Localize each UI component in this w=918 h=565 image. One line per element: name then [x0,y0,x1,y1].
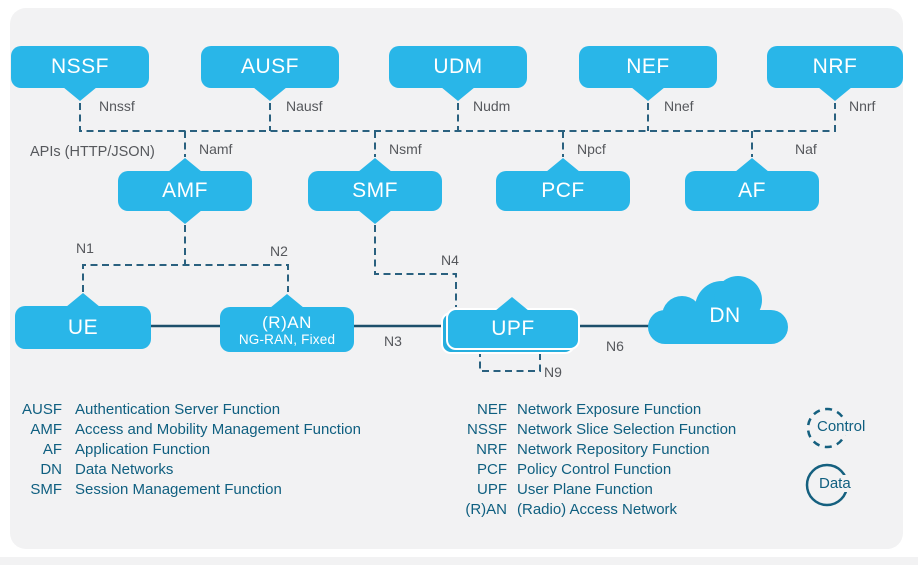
pointer-up-icon [270,294,304,308]
node-nef-label: NEF [626,55,670,78]
legend-row: UPF User Plane Function [445,480,736,500]
legend-desc: Data Networks [75,461,174,478]
iface-naf: Naf [795,141,817,157]
legend-desc: Policy Control Function [517,461,672,478]
node-udm-label: UDM [433,55,483,78]
legend-row: AUSF Authentication Server Function [10,400,361,420]
node-ran-sublabel: NG-RAN, Fixed [238,331,336,347]
node-nssf: NSSF [11,46,149,101]
pointer-down-icon [168,210,202,224]
legend-abbr: DN [40,461,62,478]
iface-npcf: Npcf [577,141,606,157]
pointer-down-icon [818,87,852,101]
pointer-down-icon [441,87,475,101]
legend-row: DN Data Networks [10,460,361,480]
page-bottom-strip [0,557,918,565]
control-legend-label: Control [815,418,868,435]
node-nssf-label: NSSF [50,55,109,78]
pointer-down-icon [253,87,287,101]
legend-desc: Access and Mobility Management Function [75,421,361,438]
iface-n4: N4 [441,252,459,268]
legend-row: NEF Network Exposure Function [445,400,736,420]
legend-row: SMF Session Management Function [10,480,361,500]
node-nrf-label: NRF [812,55,858,78]
legend-right-column: NEF Network Exposure Function NSSF Netwo… [445,400,736,520]
legend-desc: User Plane Function [517,481,653,498]
node-ran-label: (R)AN [262,312,312,332]
pointer-up-icon [168,158,202,172]
legend-desc: Network Repository Function [517,441,710,458]
pointer-up-icon [66,293,100,307]
pointer-down-icon [631,87,665,101]
legend-desc: Network Slice Selection Function [517,421,737,438]
legend-abbr: NSSF [466,421,507,438]
iface-n1: N1 [76,240,94,256]
node-smf-label: SMF [352,179,398,202]
node-upf-label: UPF [491,317,535,340]
iface-n2: N2 [270,243,288,259]
pointer-up-icon [546,158,580,172]
pointer-down-icon [63,87,97,101]
api-bus-label: APIs (HTTP/JSON) [30,144,155,160]
node-ue-label: UE [67,315,99,339]
legend-abbr: PCF [477,461,507,478]
legend-row: PCF Policy Control Function [445,460,736,480]
node-ausf: AUSF [201,46,339,101]
legend-row: AMF Access and Mobility Management Funct… [10,420,361,440]
legend-abbr: AMF [30,421,62,438]
legend-row: NSSF Network Slice Selection Function [445,420,736,440]
pointer-up-icon [735,158,769,172]
node-nef: NEF [579,46,717,101]
node-upf: UPF [446,297,580,350]
iface-n3: N3 [384,333,402,349]
node-smf: SMF [308,158,442,224]
pointer-up-icon [494,297,529,311]
legend-desc: Authentication Server Function [75,401,281,418]
node-pcf: PCF [496,158,630,211]
node-nrf: NRF [767,46,903,101]
node-af-label: AF [738,179,766,202]
node-udm: UDM [389,46,527,101]
node-ran: (R)AN NG-RAN, Fixed [220,294,354,352]
iface-namf: Namf [199,141,233,157]
legend-desc: Network Exposure Function [517,401,702,418]
iface-nnssf: Nnssf [99,98,135,114]
pointer-up-icon [358,158,392,172]
node-amf: AMF [118,158,252,224]
legend-row: AF Application Function [10,440,361,460]
legend-abbr: NEF [477,401,507,418]
node-pcf-label: PCF [541,179,585,202]
node-ue: UE [15,293,151,349]
legend-abbr: SMF [30,481,62,498]
iface-nnef: Nnef [664,98,694,114]
iface-nudm: Nudm [473,98,511,114]
iface-nnrf: Nnrf [849,98,876,114]
legend-abbr: AUSF [21,401,62,418]
dn-cloud: DN [648,274,788,344]
cloud-icon [648,276,788,344]
node-ausf-label: AUSF [240,55,299,78]
legend-desc: Application Function [75,441,211,458]
legend-row: NRF Network Repository Function [445,440,736,460]
legend-left-column: AUSF Authentication Server Function AMF … [10,400,361,500]
iface-n6: N6 [606,338,624,354]
iface-n9: N9 [544,364,562,380]
data-legend-label: Data [817,475,853,492]
legend-row: (R)AN (Radio) Access Network [445,500,736,520]
legend-abbr: UPF [477,481,507,498]
legend-desc: (Radio) Access Network [517,501,678,518]
legend-abbr: (R)AN [465,501,507,518]
node-af: AF [685,158,819,211]
iface-nausf: Nausf [286,98,323,114]
legend-abbr: NRF [476,441,507,458]
legend-abbr: AF [42,441,62,458]
legend-desc: Session Management Function [75,481,282,498]
iface-nsmf: Nsmf [389,141,422,157]
pointer-down-icon [358,210,392,224]
node-amf-label: AMF [162,179,208,202]
node-dn-label: DN [709,304,741,327]
